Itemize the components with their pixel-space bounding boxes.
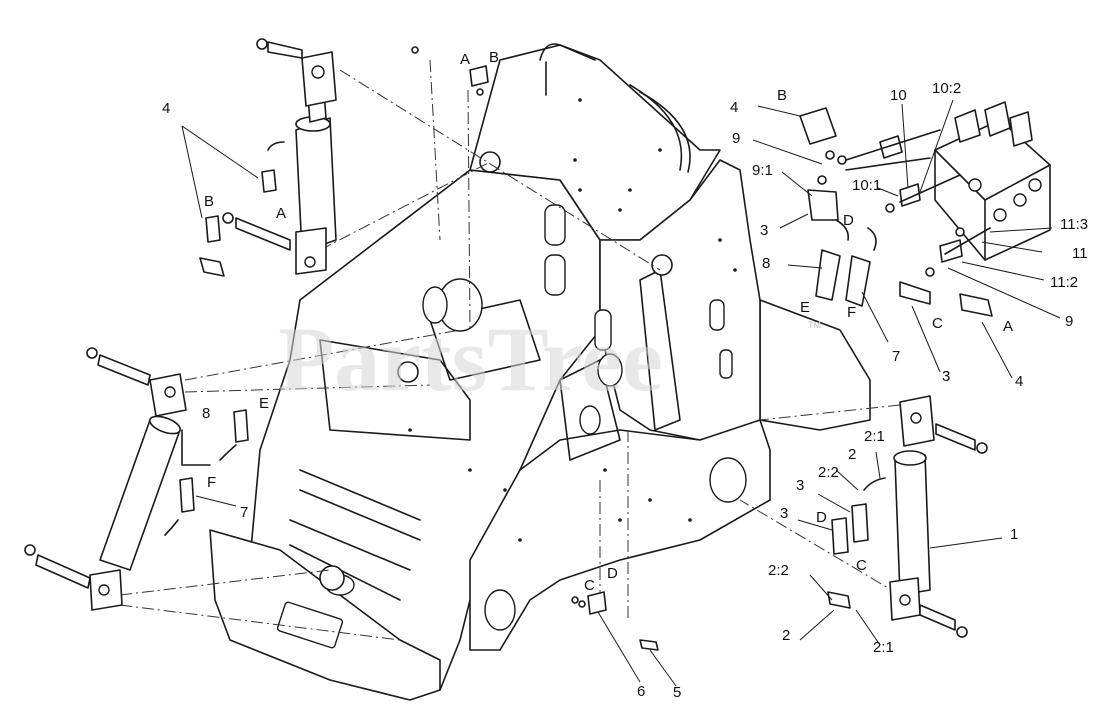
- callout-label: 2: [782, 627, 790, 644]
- callout-label: 9:1: [752, 162, 773, 179]
- callout-label: 11: [1072, 245, 1088, 262]
- callout-label: 10: [890, 87, 907, 104]
- callout-label: D: [843, 212, 854, 229]
- alignment-lines: [119, 59, 901, 641]
- callout-labels: 4 B A A B 4 B 9 9:1 3 D 8 E F 10 10:2 10…: [162, 49, 1088, 701]
- callout-label: 11:2: [1050, 274, 1078, 291]
- callout-label: 11:3: [1060, 216, 1088, 233]
- callout-label: 7: [240, 504, 248, 521]
- callout-label: 5: [673, 684, 681, 701]
- callout-label: A: [1003, 318, 1013, 335]
- callout-label: 6: [637, 683, 645, 700]
- callout-label: E: [800, 299, 810, 316]
- callout-label: 2:1: [864, 428, 885, 445]
- callout-label: E: [259, 395, 269, 412]
- callout-label: 4: [730, 99, 738, 116]
- control-valve-assembly: [799, 101, 1051, 317]
- partstree-watermark: PartsTree TM: [278, 308, 821, 410]
- callout-label: C: [932, 315, 943, 332]
- small-hardware: [411, 46, 659, 651]
- callout-label: 2:1: [873, 639, 894, 656]
- callout-label: 3: [942, 368, 950, 385]
- callout-label: 7: [892, 348, 900, 365]
- callout-label: D: [607, 565, 618, 582]
- callout-label: B: [489, 49, 499, 66]
- callout-label: F: [207, 474, 216, 491]
- callout-label: 4: [1015, 373, 1023, 390]
- callout-label: 9: [1065, 313, 1073, 330]
- callout-label: 10:1: [852, 177, 881, 194]
- callout-label: 1: [1010, 526, 1018, 543]
- upper-left-lift-cylinder: [199, 38, 337, 277]
- callout-label: 3: [760, 222, 768, 239]
- callout-label: C: [584, 577, 595, 594]
- callout-label: C: [856, 557, 867, 574]
- callout-label: 9: [732, 130, 740, 147]
- callout-label: A: [276, 205, 286, 222]
- callout-label: 10:2: [932, 80, 961, 97]
- callout-label: 2:2: [818, 464, 839, 481]
- watermark-text: PartsTree: [278, 308, 663, 410]
- right-lift-cylinder: [827, 395, 988, 638]
- watermark-trademark: TM: [808, 320, 821, 330]
- callout-label: A: [460, 51, 470, 68]
- callout-label: F: [847, 304, 856, 321]
- lower-left-lift-cylinder: [24, 347, 249, 611]
- callout-label: 3: [780, 505, 788, 522]
- callout-label: 2:2: [768, 562, 789, 579]
- main-frame: [209, 43, 871, 701]
- leader-lines: [181, 99, 1061, 687]
- callout-label: 4: [162, 100, 170, 117]
- callout-label: 8: [762, 255, 770, 272]
- callout-label: D: [816, 509, 827, 526]
- callout-label: B: [777, 87, 787, 104]
- callout-label: 2: [848, 446, 856, 463]
- callout-label: B: [204, 193, 214, 210]
- callout-label: 8: [202, 405, 210, 422]
- callout-label: 3: [796, 477, 804, 494]
